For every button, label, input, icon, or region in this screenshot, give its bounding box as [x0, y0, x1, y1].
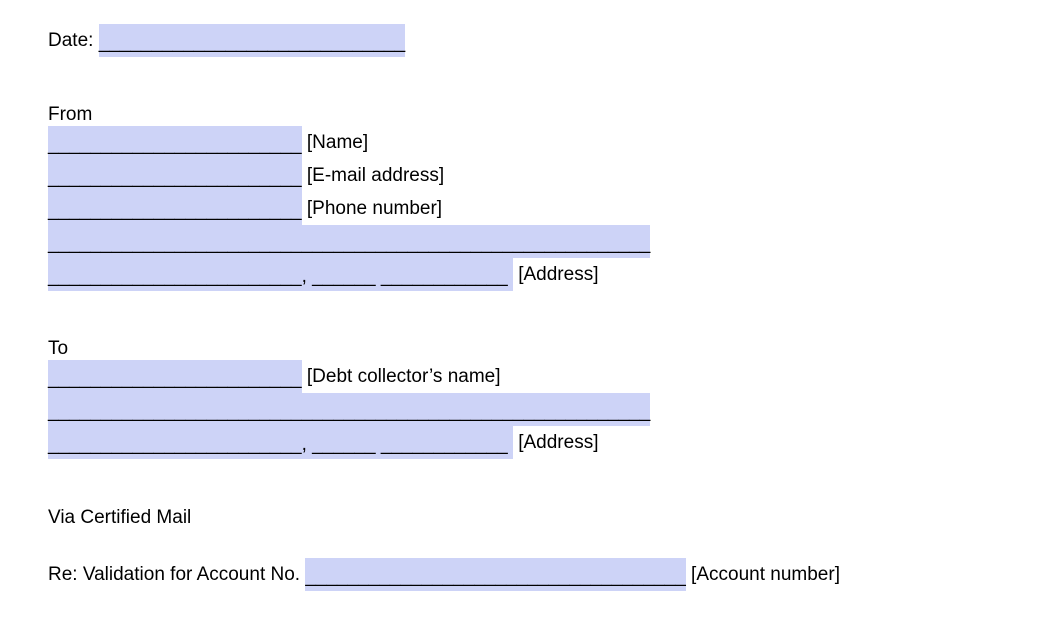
from-street-row: ________________________________________… — [48, 225, 1052, 258]
from-email-label: [E-mail address] — [301, 165, 445, 186]
to-citystate-row: ________________________, ______ _______… — [48, 426, 1052, 459]
from-citystate-row: ________________________, ______ _______… — [48, 258, 1052, 291]
to-name-label: [Debt collector’s name] — [301, 366, 501, 387]
to-street-field[interactable]: ________________________________________… — [48, 393, 651, 426]
to-name-field[interactable]: ________________________ — [48, 360, 302, 393]
to-citystate-field[interactable]: ________________________, ______ _______… — [48, 426, 513, 459]
from-street-field[interactable]: ________________________________________… — [48, 225, 651, 258]
to-address-label: [Address] — [512, 432, 599, 453]
to-heading: To — [48, 338, 69, 359]
via-certified-mail-line: Via Certified Mail — [48, 507, 192, 528]
from-phone-field[interactable]: ________________________ — [48, 192, 302, 225]
from-name-field[interactable]: ________________________ — [48, 126, 302, 159]
date-row: Date: _____________________________ — [48, 24, 1052, 57]
from-phone-row: ________________________ [Phone number] — [48, 192, 1052, 225]
date-label: Date: — [48, 30, 99, 51]
re-label: Re: Validation for Account No. — [48, 564, 306, 585]
to-name-row: ________________________ [Debt collector… — [48, 360, 1052, 393]
from-heading: From — [48, 104, 93, 125]
from-address-label: [Address] — [512, 264, 599, 285]
from-citystate-field[interactable]: ________________________, ______ _______… — [48, 258, 513, 291]
from-email-row: ________________________ [E-mail address… — [48, 159, 1052, 192]
account-number-field[interactable]: ____________________________________ — [305, 558, 686, 591]
date-field[interactable]: _____________________________ — [98, 24, 406, 57]
from-name-row: ________________________ [Name] — [48, 126, 1052, 159]
re-row: Re: Validation for Account No. _________… — [48, 558, 1052, 591]
to-street-row: ________________________________________… — [48, 393, 1052, 426]
from-phone-label: [Phone number] — [301, 198, 443, 219]
from-name-label: [Name] — [301, 132, 369, 153]
from-email-field[interactable]: ________________________ — [48, 159, 302, 192]
account-number-label: [Account number] — [685, 564, 840, 585]
